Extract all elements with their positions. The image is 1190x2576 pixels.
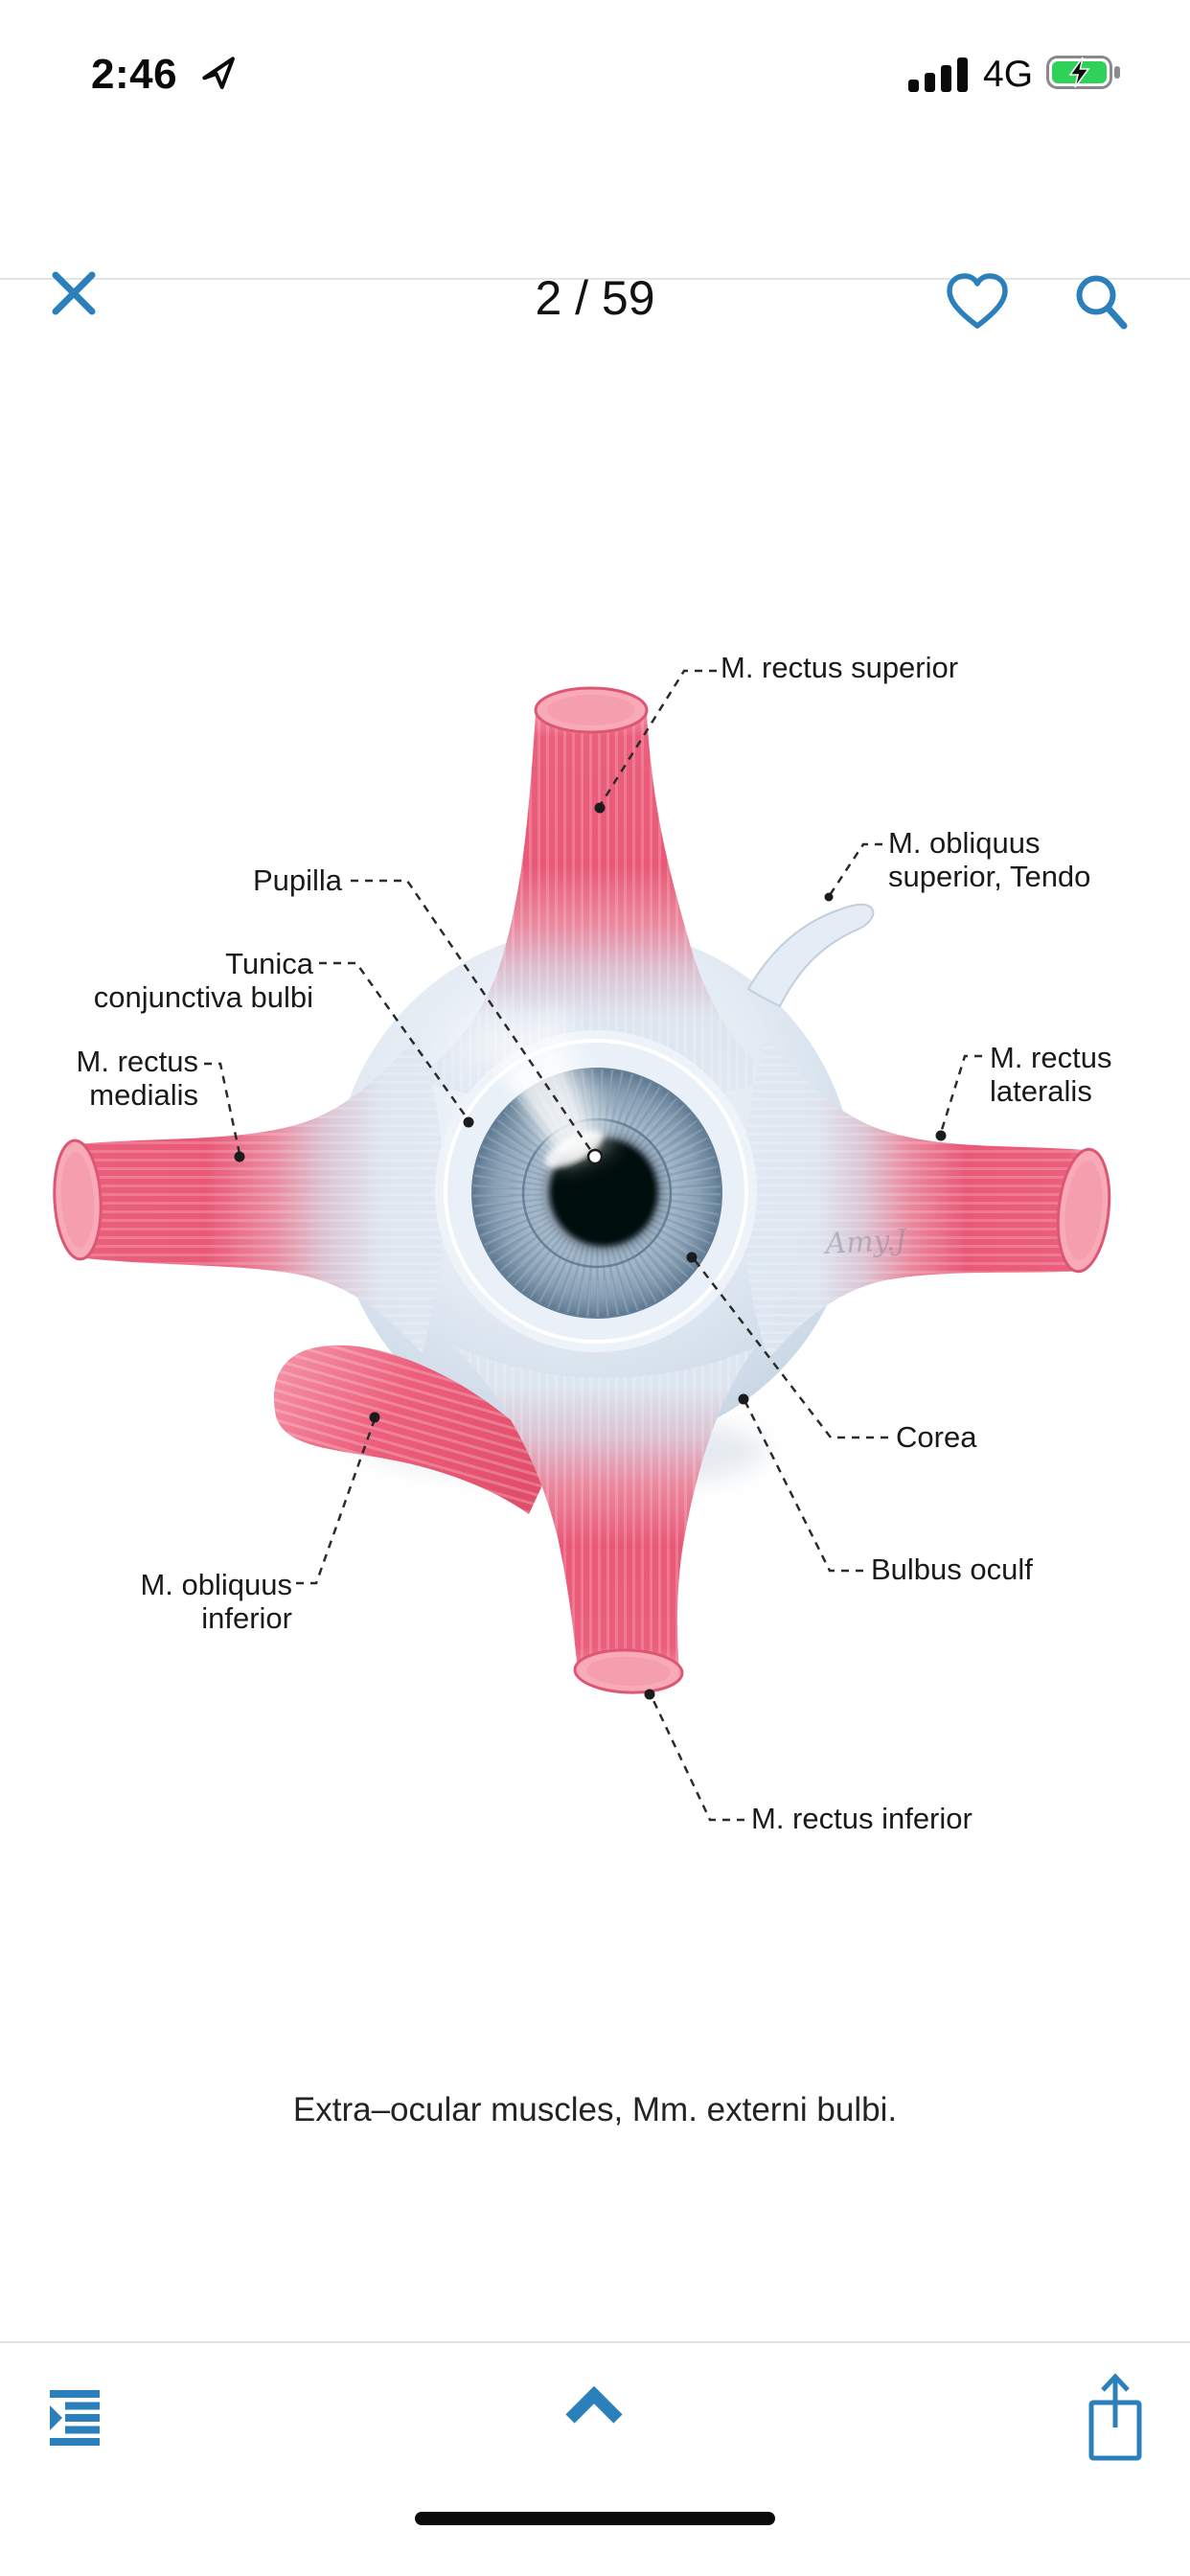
- close-icon: [52, 271, 96, 315]
- leader-endpoints: [234, 802, 947, 1700]
- eyeball-illustration: Amy.J: [53, 686, 1111, 1694]
- figure-caption: Extra–ocular muscles, Mm. externi bulbi.: [292, 2091, 898, 2128]
- share-icon: [1088, 2373, 1142, 2461]
- favorite-button[interactable]: [945, 272, 1010, 332]
- label-rectus-lateralis: M. rectus lateralis: [990, 1041, 1112, 1108]
- status-bar: 2:46 4G: [0, 0, 1190, 98]
- home-indicator[interactable]: [415, 2512, 775, 2525]
- label-bulbus-oculi: Bulbus oculf: [871, 1552, 1033, 1586]
- superior-oblique-tendon: [746, 903, 875, 1008]
- search-icon: [1076, 275, 1128, 330]
- label-tunica-conjunctiva: Tunica conjunctiva bulbi: [93, 947, 313, 1014]
- table-of-contents-button[interactable]: [50, 2390, 100, 2446]
- location-arrow-icon: [202, 57, 235, 89]
- eye-anatomy-illustration: Amy.J: [53, 669, 1111, 1822]
- label-rectus-medialis: M. rectus medialis: [76, 1045, 198, 1112]
- lateral-rectus-muscle: [743, 1037, 1111, 1359]
- label-pupilla: Pupilla: [252, 863, 342, 897]
- label-corea: Corea: [896, 1420, 977, 1454]
- leader-lines: [204, 669, 982, 1822]
- medial-rectus-muscle: [53, 1035, 445, 1353]
- share-button[interactable]: [1088, 2373, 1142, 2461]
- toc-list-icon: [50, 2390, 100, 2446]
- bottom-toolbar: [0, 2341, 1190, 2576]
- chevron-up-icon: [565, 2385, 623, 2424]
- cellular-signal-icon: [908, 58, 968, 92]
- battery-charging-icon: [1046, 56, 1120, 89]
- label-obliquus-inferior: M. obliquus inferior: [140, 1568, 292, 1635]
- search-button[interactable]: [1071, 270, 1131, 332]
- clock: 2:46: [91, 51, 178, 98]
- label-rectus-superior: M. rectus superior: [721, 651, 959, 684]
- page-indicator: 2 / 59: [535, 271, 655, 325]
- close-button[interactable]: [47, 266, 101, 320]
- label-rectus-inferior: M. rectus inferior: [751, 1802, 973, 1835]
- inferior-oblique-muscle: [273, 1345, 554, 1514]
- nav-bar: 2 / 59: [0, 96, 1190, 330]
- light-reflection: [450, 1001, 613, 1168]
- inferior-rectus-muscle: [450, 1344, 755, 1694]
- label-obliquus-superior: M. obliquus superior, Tendo: [888, 826, 1091, 893]
- expand-panel-button[interactable]: [563, 2383, 625, 2426]
- heart-icon: [947, 273, 1008, 329]
- network-type-label: 4G: [983, 54, 1034, 95]
- watermark: Amy.J: [822, 1224, 909, 1262]
- pupil: [545, 1134, 662, 1251]
